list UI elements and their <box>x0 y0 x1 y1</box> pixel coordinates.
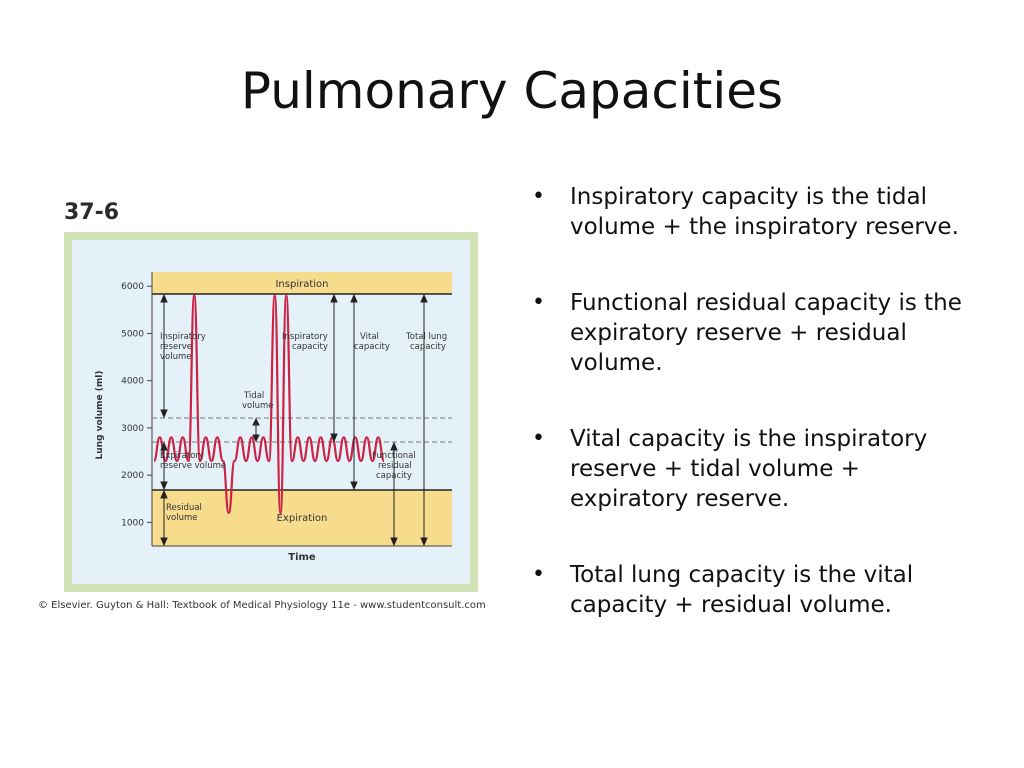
bullet-dot: • <box>532 290 545 315</box>
x-axis-title: Time <box>288 552 316 563</box>
bullet-text: Functional residual capacity is the expi… <box>570 290 962 376</box>
tlc-arrow-head-bottom <box>420 537 428 547</box>
ic-label: Inspiratory capacity <box>282 332 331 352</box>
vc-arrow-head-bottom <box>350 481 358 491</box>
bullet-text: Inspiratory capacity is the tidal volume… <box>570 184 959 240</box>
ic-arrow-head-bottom <box>330 433 338 443</box>
figure-frame: Inspiration Expiration 1000 2000 3000 4000 5… <box>64 232 478 592</box>
slide-title: Pulmonary Capacities <box>240 62 784 120</box>
figure-panel: Inspiration Expiration 1000 2000 3000 4000 5… <box>72 240 470 584</box>
expiration-label: Expiration <box>277 513 328 524</box>
bullet-item: • Inspiratory capacity is the tidal volum… <box>530 182 970 242</box>
irv-arrow-head-top <box>160 293 168 303</box>
rv-arrow-head-top <box>160 489 168 499</box>
inspiration-label: Inspiration <box>275 279 328 290</box>
figure-number: 37-6 <box>64 200 120 225</box>
volume-trace <box>152 294 386 515</box>
bullet-dot: • <box>532 562 545 587</box>
tlc-arrow-head-top <box>420 293 428 303</box>
y-tick-label: 2000 <box>121 471 144 481</box>
vc-label: Vital capacity <box>354 332 390 352</box>
y-axis-title: Lung volume (ml) <box>95 371 105 460</box>
frc-arrow-head-top <box>390 441 398 451</box>
erv-label: Expiratory reserve volume <box>160 451 226 471</box>
bullet-list: • Inspiratory capacity is the tidal volum… <box>530 182 970 666</box>
erv-arrow-head-top <box>160 441 168 451</box>
y-tick-label: 6000 <box>121 282 144 292</box>
bullet-text: Vital capacity is the inspiratory reserv… <box>570 426 928 512</box>
rv-label: Residual volume <box>166 503 205 523</box>
figure-credit: © Elsevier. Guyton & Hall: Textbook of M… <box>38 600 486 611</box>
bullet-item: • Vital capacity is the inspiratory reser… <box>530 424 970 514</box>
vc-arrow-head-top <box>350 293 358 303</box>
bullet-item: • Functional residual capacity is the exp… <box>530 288 970 378</box>
inspiration-band <box>152 272 452 294</box>
frc-arrow-head-bottom <box>390 537 398 547</box>
tlc-label: Total lung capacity <box>405 332 450 352</box>
y-tick-label: 3000 <box>121 424 144 434</box>
bullet-text: Total lung capacity is the vital capacit… <box>570 562 914 618</box>
frc-label: Functional residual capacity <box>372 451 418 481</box>
y-tick-label: 1000 <box>121 518 144 528</box>
erv-arrow-head-bottom <box>160 481 168 491</box>
tidal-arrow-head-bottom <box>252 434 260 443</box>
bullet-dot: • <box>532 426 545 451</box>
rv-arrow-head-bottom <box>160 537 168 547</box>
y-tick-label: 5000 <box>121 329 144 339</box>
bullet-dot: • <box>532 184 545 209</box>
tidal-arrow-head-top <box>252 417 260 426</box>
lung-volume-chart: Inspiration Expiration 1000 2000 3000 4000 5… <box>95 272 452 563</box>
ic-arrow-head-top <box>330 293 338 303</box>
y-tick-label: 4000 <box>121 377 144 387</box>
tidal-label: Tidal volume <box>242 391 274 411</box>
irv-arrow-head-bottom <box>160 409 168 419</box>
bullet-item: • Total lung capacity is the vital capaci… <box>530 560 970 620</box>
expiration-band <box>152 490 452 546</box>
irv-label: Inspiratory reserve volume <box>160 332 209 362</box>
